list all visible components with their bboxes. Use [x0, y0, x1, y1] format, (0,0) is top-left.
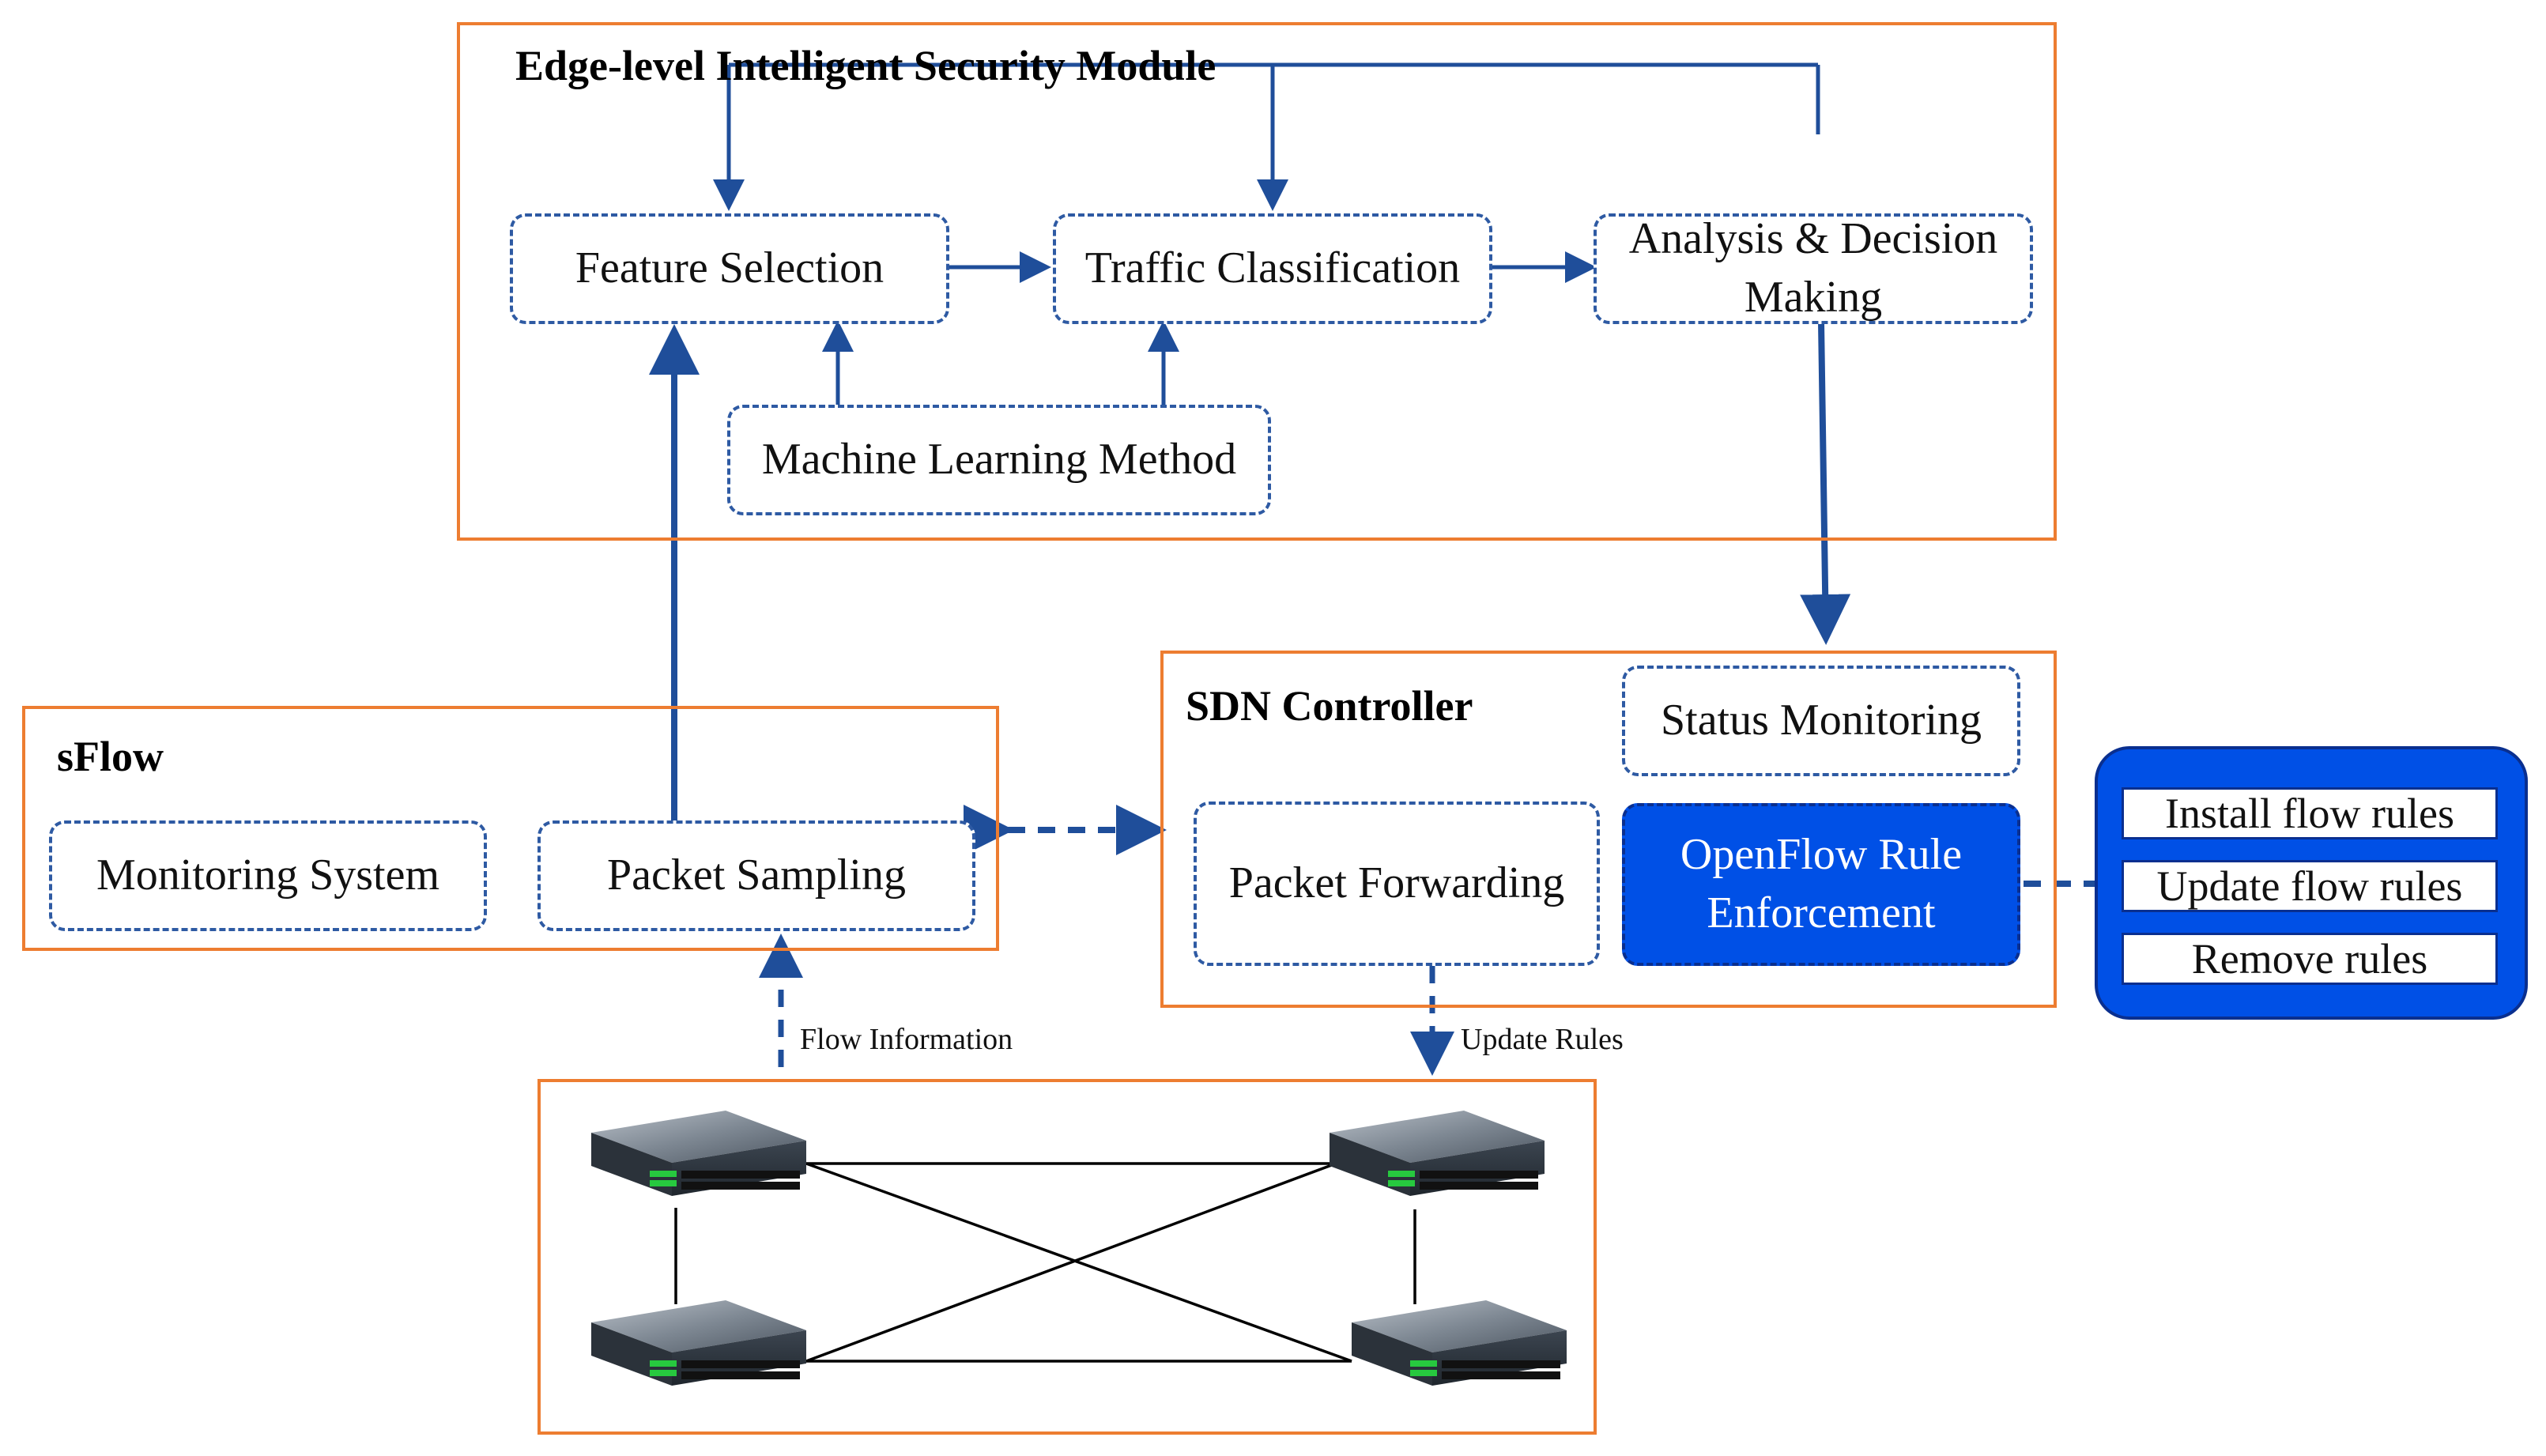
network-topology-panel: [537, 1079, 1597, 1435]
remove-rules-item: Remove rules: [2122, 933, 2498, 985]
topology-links: [674, 1162, 1416, 1363]
flow-information-label: Flow Information: [800, 1023, 1013, 1056]
monitoring-system-node: Monitoring System: [49, 820, 487, 931]
packet-forwarding-node: Packet Forwarding: [1194, 802, 1600, 966]
install-flow-rules-item: Install flow rules: [2122, 787, 2498, 839]
security-module-panel: [457, 22, 2057, 541]
network-switch-icon: [591, 1300, 806, 1386]
analysis-decision-node: Analysis & Decision Making: [1594, 213, 2033, 324]
network-switch-icon: [1352, 1300, 1567, 1386]
network-switch-icon: [591, 1111, 806, 1196]
sdn-controller-title: SDN Controller: [1186, 682, 1473, 730]
openflow-enforcement-node: OpenFlow Rule Enforcement: [1622, 803, 2020, 966]
traffic-classification-node: Traffic Classification: [1053, 213, 1492, 324]
security-module-title: Edge-level Intelligent Security Module: [515, 42, 1216, 89]
sdn-controller-panel: [1160, 651, 2057, 1008]
machine-learning-node: Machine Learning Method: [727, 405, 1271, 515]
status-monitoring-node: Status Monitoring: [1622, 666, 2020, 776]
sflow-title: sFlow: [57, 733, 164, 780]
network-switch-icon: [1330, 1111, 1545, 1196]
update-flow-rules-item: Update flow rules: [2122, 860, 2498, 912]
sflow-panel: [22, 706, 999, 951]
packet-sampling-node: Packet Sampling: [537, 820, 975, 931]
update-rules-label: Update Rules: [1461, 1023, 1624, 1056]
arrow-analysis-to-sdn: [1800, 322, 1851, 645]
feature-selection-node: Feature Selection: [510, 213, 949, 324]
